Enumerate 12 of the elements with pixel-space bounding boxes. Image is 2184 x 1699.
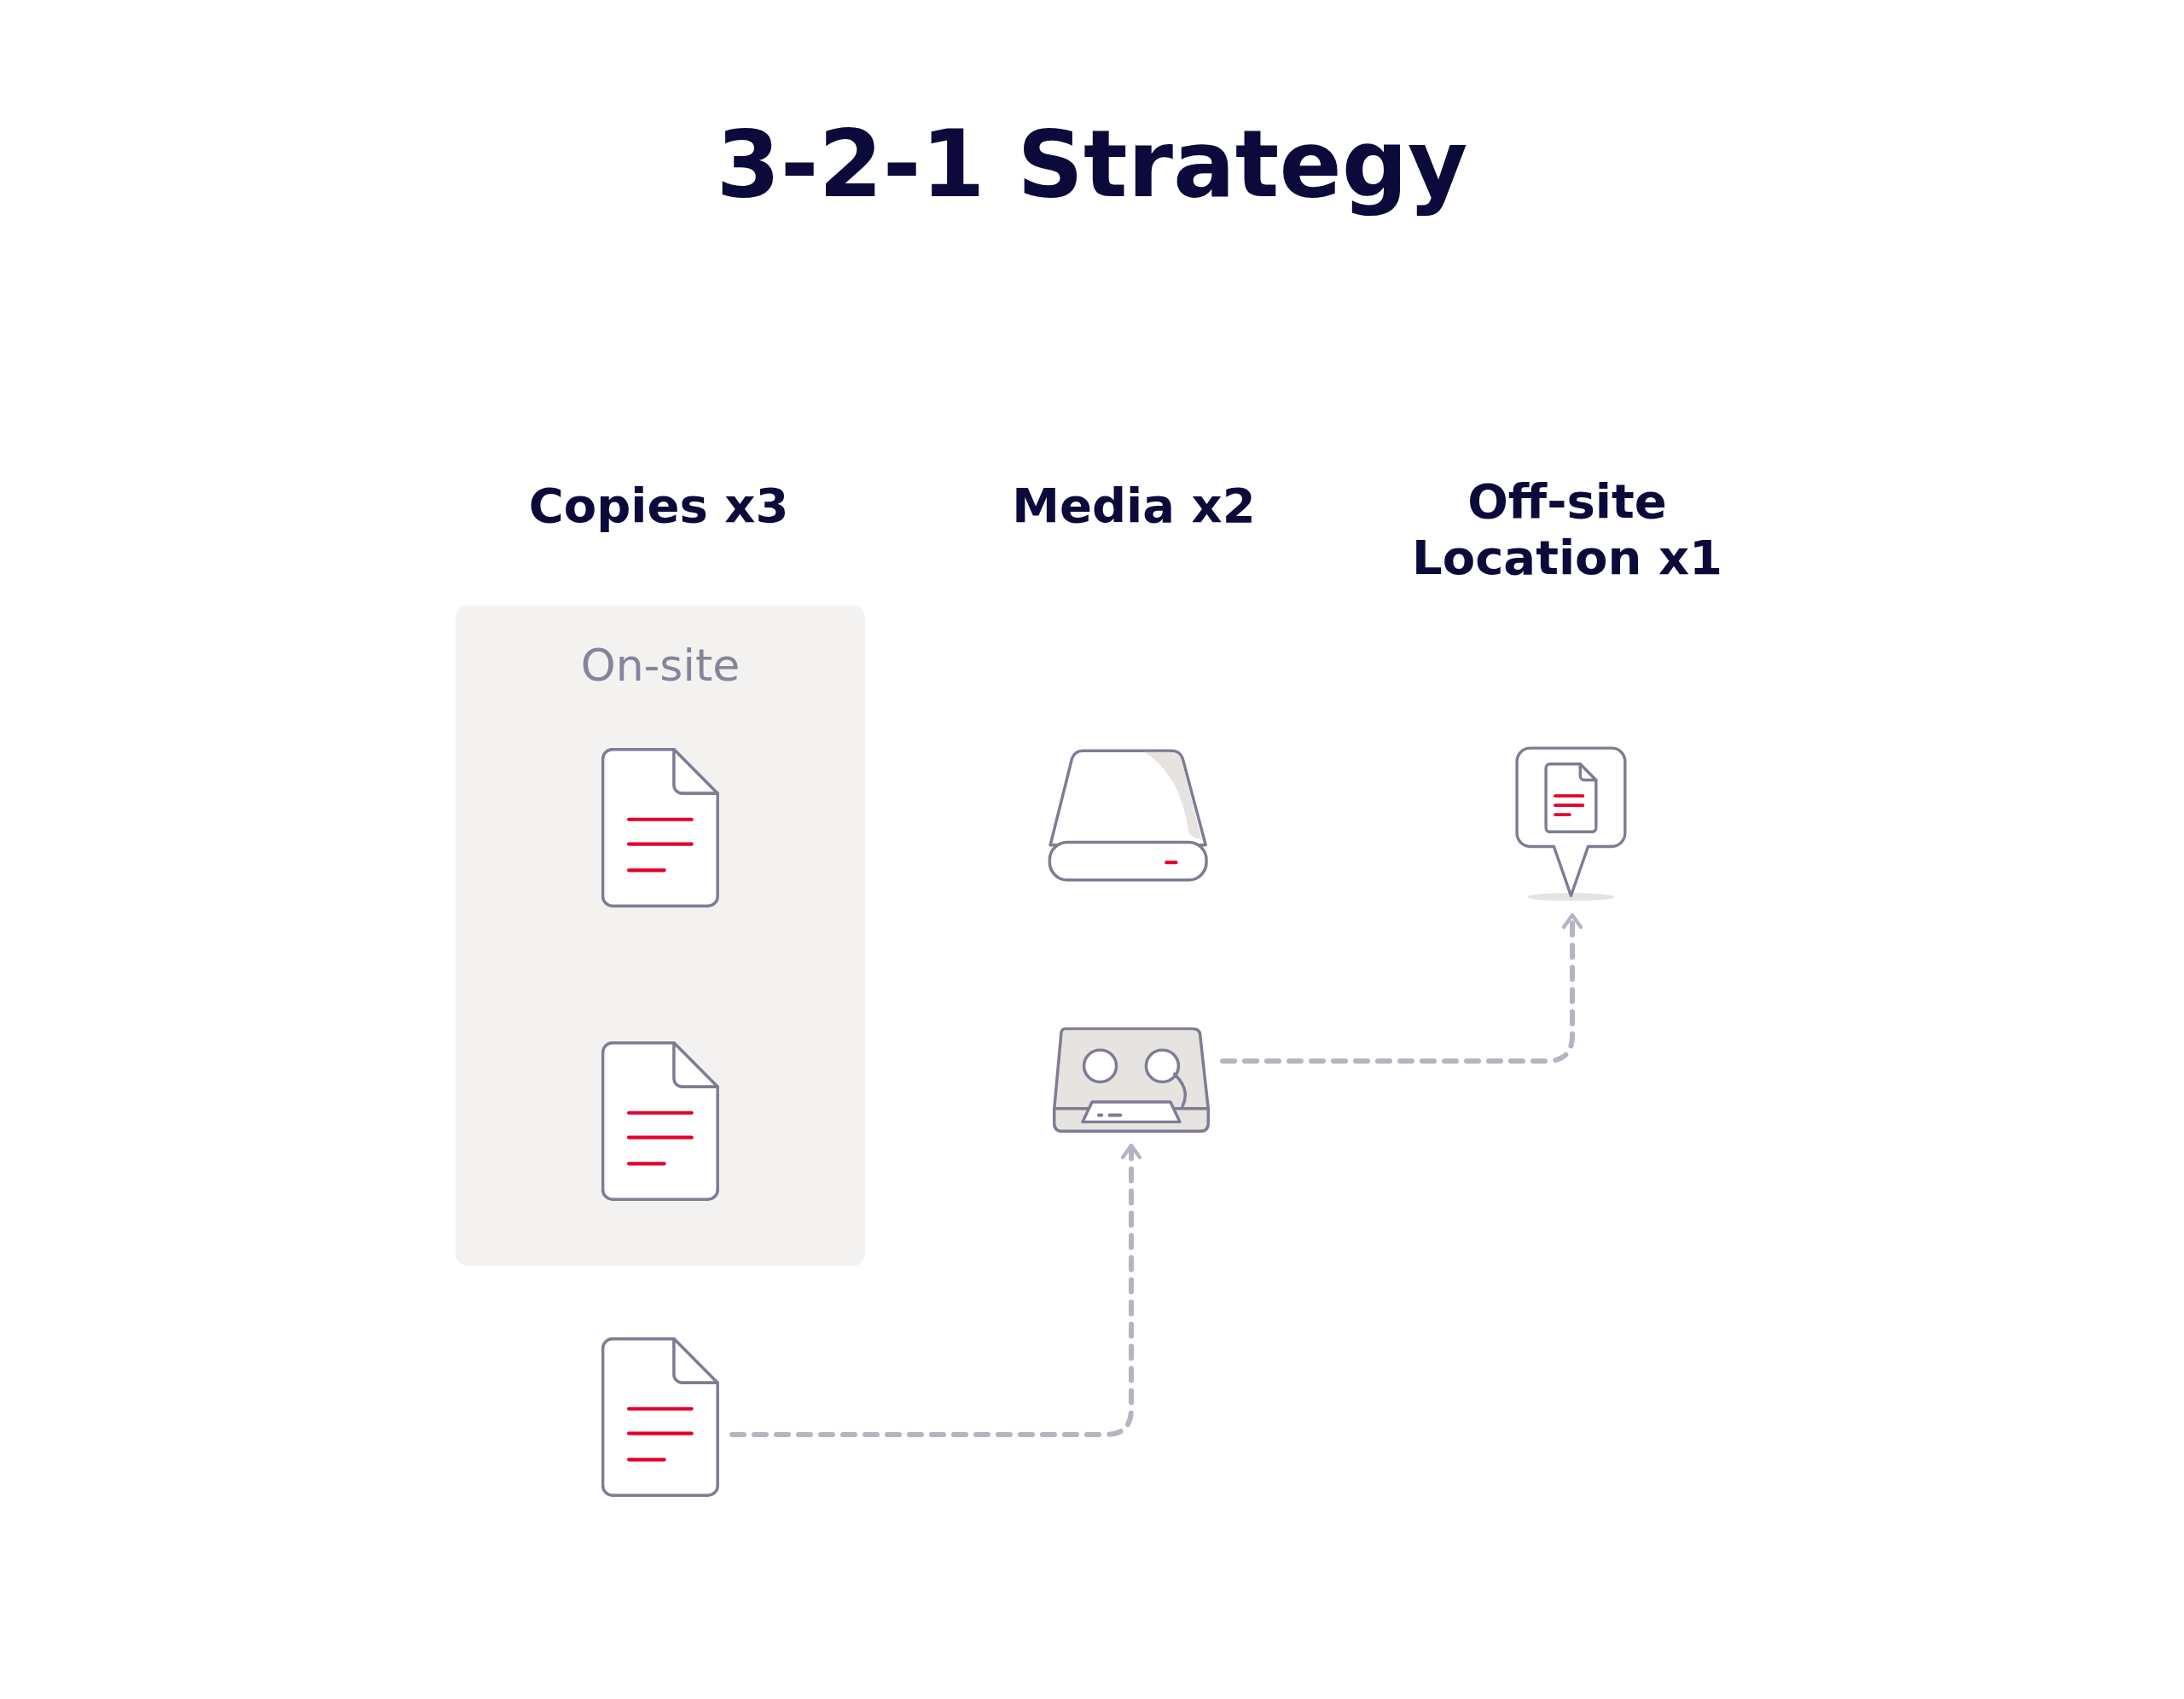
file-icon: [601, 1041, 722, 1203]
column-heading: Off-site Location x1: [1411, 473, 1723, 586]
arrow: [729, 1143, 1142, 1437]
column-heading: Copies x3: [527, 478, 790, 534]
diagram-title: 3-2-1 Strategy: [715, 111, 1469, 217]
group-panel: [456, 606, 865, 1266]
arrow: [1220, 913, 1583, 1064]
file-icon: [601, 1337, 722, 1499]
group-title: On-site: [579, 640, 741, 691]
tape-drive-icon: [1050, 1026, 1212, 1135]
column-heading: Media x2: [1011, 478, 1257, 534]
file-icon: [601, 748, 722, 910]
